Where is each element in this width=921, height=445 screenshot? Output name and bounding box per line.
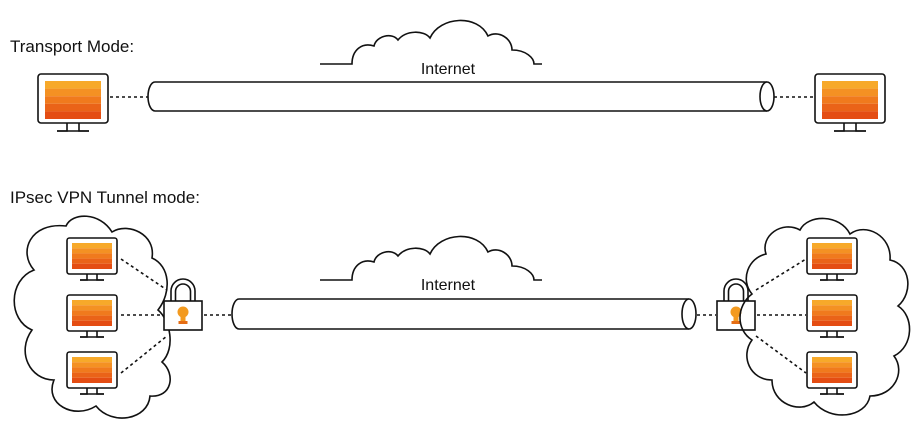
internet-label: Internet: [421, 61, 476, 78]
connection-line: [120, 335, 168, 374]
connection-line: [755, 258, 807, 291]
cloud-icon: [13, 215, 171, 419]
desktop-monitor-icon: [806, 294, 858, 338]
cloud-icon: [320, 19, 542, 65]
pipe-tunnel-icon: [147, 81, 775, 112]
connection-line: [755, 335, 807, 374]
desktop-monitor-icon: [814, 73, 886, 132]
internet-label: Internet: [421, 277, 476, 294]
cloud-icon: [320, 235, 542, 281]
transport-mode-title: Transport Mode:: [10, 37, 134, 56]
tunnel-mode-title: IPsec VPN Tunnel mode:: [10, 188, 200, 207]
desktop-monitor-icon: [66, 294, 118, 338]
desktop-monitor-icon: [806, 237, 858, 281]
desktop-monitor-icon: [37, 73, 109, 132]
padlock-icon: [163, 278, 203, 331]
desktop-monitor-icon: [806, 351, 858, 395]
desktop-monitor-icon: [66, 237, 118, 281]
pipe-tunnel-icon: [231, 298, 697, 330]
desktop-monitor-icon: [66, 351, 118, 395]
padlock-icon: [716, 278, 756, 331]
cloud-icon: [739, 217, 911, 416]
